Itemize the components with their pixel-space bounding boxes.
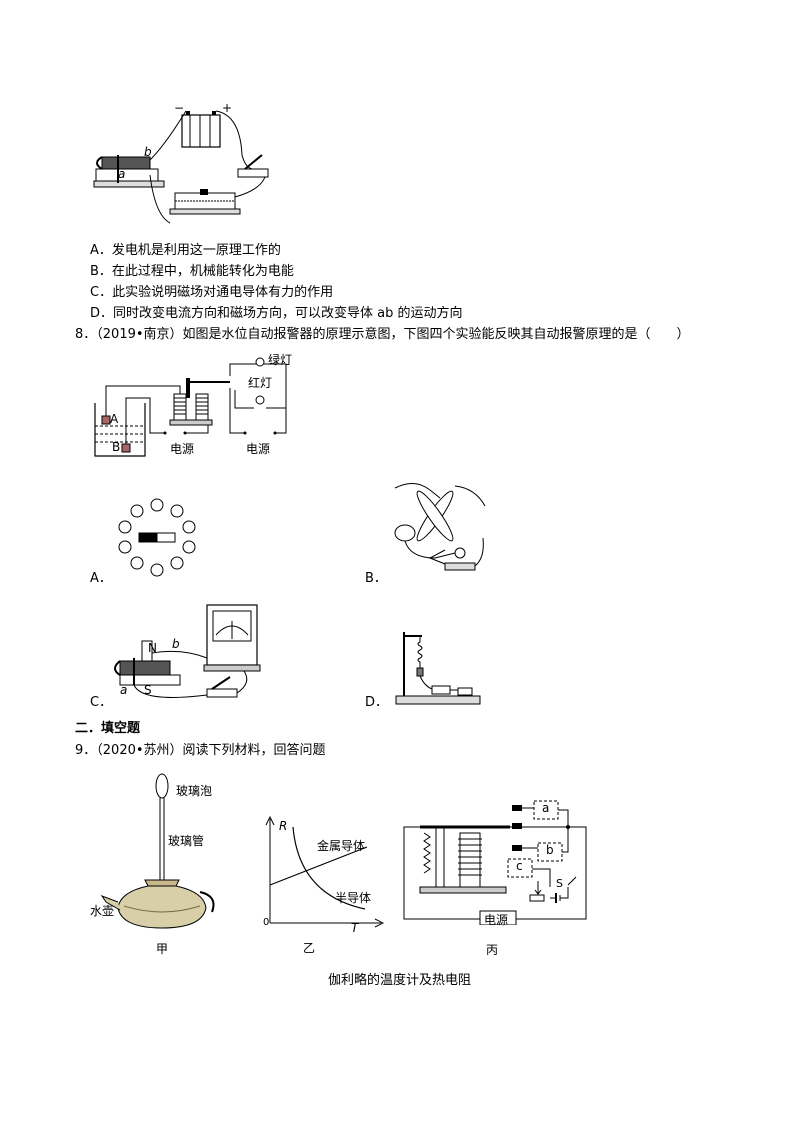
metal-conductor-line <box>269 846 368 886</box>
q8-electrode-a-label: A <box>110 412 119 426</box>
galileo-thermometer-diagram <box>100 773 215 929</box>
q7-circuit-diagram <box>93 110 269 224</box>
q7-label-a: a <box>118 167 126 181</box>
q9-jia-caption: 甲 <box>156 942 169 956</box>
q8-alarm-circuit <box>94 357 287 457</box>
q9-stem: 9．（2020•苏州）阅读下列材料，回答问题 <box>75 743 326 758</box>
galvanometer-circuit-diagram <box>114 604 261 698</box>
q8-c-north-label: N <box>148 641 157 655</box>
q9-tube-label: 玻璃管 <box>168 834 205 848</box>
q8-power-label-2: 电源 <box>246 442 271 456</box>
q7-label-b: b <box>144 145 152 159</box>
q7-option-b: B．在此过程中，机械能转化为电能 <box>90 264 294 279</box>
q8-red-lamp-label: 红灯 <box>248 376 273 390</box>
q9-bulb-label: 玻璃泡 <box>176 784 213 798</box>
q8-option-d-label: D． <box>365 695 389 710</box>
q9-bing-figure: a b c S 电源 丙 <box>400 795 590 957</box>
hand-generator-diagram <box>394 483 486 571</box>
q8-c-south-label: S <box>144 683 152 697</box>
q9-figure-caption: 伽利略的温度计及热电阻 <box>328 973 472 988</box>
q8-option-b-figure <box>385 478 490 578</box>
q8-option-b-label: B． <box>365 571 387 586</box>
q7-option-d: D．同时改变电流方向和磁场方向，可以改变导体 ab 的运动方向 <box>90 306 463 321</box>
q9-semi-label: 半导体 <box>335 891 372 905</box>
q8-c-b-label: b <box>172 637 180 651</box>
iron-stand-spring-diagram <box>395 632 481 705</box>
relay-thermistor-circuit <box>403 800 587 926</box>
q9-axis-r-label: R <box>279 819 288 833</box>
q9-yi-figure: R T 0 金属导体 半导体 乙 <box>255 815 385 955</box>
q9-bing-power-label: 电源 <box>484 913 509 927</box>
q9-bing-caption: 丙 <box>486 943 499 957</box>
q9-jia-figure: 玻璃泡 玻璃管 水壶 甲 <box>90 772 230 956</box>
q7-option-c: C．此实验说明磁场对通电导体有力的作用 <box>90 285 334 300</box>
q8-option-d-figure <box>392 628 484 706</box>
section-title: 二．填空题 <box>75 721 141 736</box>
q8-option-c-figure: N S a b <box>112 603 267 703</box>
q9-bing-switch-label: S <box>556 877 563 890</box>
resistance-temperature-graph <box>265 815 385 928</box>
q8-green-lamp-label: 绿灯 <box>268 353 293 367</box>
q9-bing-c-label: c <box>516 859 523 873</box>
q9-bing-a-label: a <box>542 801 550 815</box>
q8-stem: 8．（2019•南京）如图是水位自动报警器的原理示意图，下图四个实验能反映其自动… <box>75 327 690 342</box>
q8-option-c-label: C． <box>90 695 113 710</box>
q7-option-a: A．发电机是利用这一原理工作的 <box>90 243 281 258</box>
q9-origin-label: 0 <box>263 917 270 928</box>
q9-yi-caption: 乙 <box>303 941 316 955</box>
q8-alarm-figure: 绿灯 红灯 A B 电源 电源 <box>90 348 300 458</box>
q8-c-a-label: a <box>120 683 128 697</box>
semiconductor-curve <box>292 826 366 910</box>
compass-ring-diagram <box>118 498 196 577</box>
q9-kettle-label: 水壶 <box>90 904 115 918</box>
q9-metal-label: 金属导体 <box>317 839 366 853</box>
q9-axis-t-label: T <box>351 921 359 935</box>
q7-label-plus: + <box>222 101 233 115</box>
q8-electrode-b-label: B <box>112 440 121 454</box>
q8-option-a-label: A． <box>90 571 112 586</box>
q7-label-minus: − <box>174 101 185 115</box>
q7-figure: a b − + <box>90 101 300 230</box>
q9-bing-b-label: b <box>546 843 554 857</box>
q8-option-a-figure <box>115 495 200 580</box>
q8-power-label-1: 电源 <box>170 442 195 456</box>
